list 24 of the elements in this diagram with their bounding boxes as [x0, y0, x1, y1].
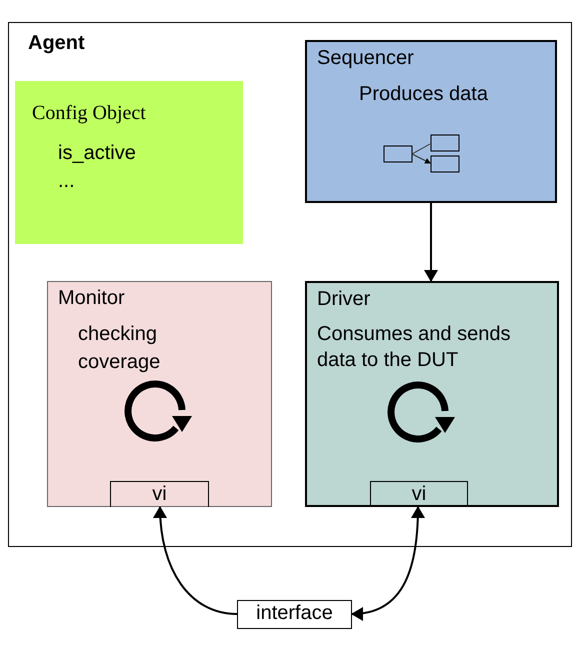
sequencer-box	[305, 40, 557, 203]
arrow	[351, 506, 425, 620]
config-field: ...	[58, 167, 146, 195]
monitor-box	[47, 281, 272, 507]
interface-box	[237, 600, 352, 629]
port-label: vi	[410, 482, 428, 506]
vi-box	[370, 481, 468, 507]
box-title: Driver	[317, 287, 372, 312]
box-description: Produces data	[359, 82, 489, 107]
agent-title: Agent	[28, 31, 85, 56]
agent-container	[8, 22, 572, 547]
arrow	[424, 203, 438, 282]
arrow	[153, 506, 238, 615]
config-object-box	[15, 81, 243, 244]
driver-box	[305, 281, 559, 507]
port-label: vi	[151, 482, 168, 506]
vi-box	[110, 481, 209, 507]
port-label: interface	[255, 601, 334, 625]
box-title: Sequencer	[317, 46, 415, 71]
box-title: Monitor	[58, 286, 126, 311]
box-description: Consumes and sends data to the DUT	[317, 322, 512, 373]
box-description: checking coverage	[78, 322, 162, 375]
config-field: is_active	[58, 139, 146, 167]
config-title: Config Object	[32, 101, 146, 126]
